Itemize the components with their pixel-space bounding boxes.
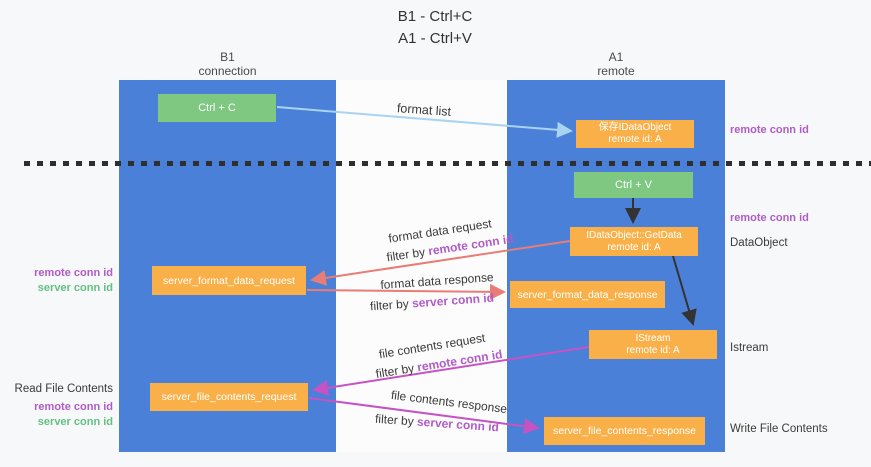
filter-by-text: filter by (374, 411, 418, 429)
ctrl-v-label: Ctrl + V (615, 179, 652, 191)
istream-side-label: Istream (730, 342, 769, 354)
lane-header-b1: B1 connection (119, 50, 336, 78)
lane-a1-name: A1 (608, 50, 624, 64)
save-dataobject-node: 保存IDataObject remote id: A (576, 120, 694, 148)
lane-header-a1: A1 remote (507, 50, 725, 78)
remote-conn-id-label-top-right: remote conn id (730, 124, 809, 136)
remote-conn-id-label-format-left: remote conn id (34, 267, 113, 279)
server-conn-id-label-file-left: server conn id (37, 416, 113, 428)
lane-gap-column (336, 80, 507, 452)
read-file-contents-label: Read File Contents (14, 383, 113, 395)
lane-a1-subtitle: remote (597, 64, 635, 78)
server-format-data-request-node: server_format_data_request (152, 266, 306, 295)
title-line-2: A1 - Ctrl+V (398, 30, 472, 47)
dataobject-label: DataObject (730, 237, 788, 249)
istream-line2: remote id: A (626, 344, 680, 356)
ctrl-v-node: Ctrl + V (574, 172, 693, 198)
save-dataobject-line1: 保存IDataObject (598, 122, 672, 133)
istream-line1: IStream (635, 332, 671, 344)
format-data-response-arrow (306, 283, 506, 300)
title-line-1: B1 - Ctrl+C (397, 8, 473, 25)
lane-b1-subtitle: connection (198, 64, 257, 78)
remote-conn-id-label-mid-right: remote conn id (730, 212, 809, 224)
server-format-data-request-label: server_format_data_request (163, 274, 295, 287)
ctrl-c-node: Ctrl + C (158, 94, 276, 122)
getdata-node: IDataObject::GetData remote id: A (570, 227, 698, 256)
server-format-data-response-node: server_format_data_response (510, 281, 665, 308)
lane-b1-name: B1 (220, 50, 235, 64)
filter-by-text: filter by (369, 296, 413, 314)
getdata-to-istream-arrow (672, 255, 697, 326)
save-dataobject-line2: remote id: A (608, 134, 662, 145)
getdata-line2: remote id: A (607, 241, 661, 253)
file-contents-request-arrow (312, 346, 590, 396)
format-list-arrow (276, 106, 573, 138)
server-file-contents-response-label: server_file_contents_response (552, 425, 696, 437)
ctrl-c-label: Ctrl + C (198, 102, 236, 114)
format-data-request-arrow (310, 240, 571, 286)
server-file-contents-response-node: server_file_contents_response (544, 417, 705, 445)
server-conn-id-label-format-left: server conn id (37, 282, 113, 294)
remote-conn-id-label-file-left: remote conn id (34, 401, 113, 413)
server-file-contents-request-label: server_file_contents_request (161, 391, 297, 403)
page-title: B1 - Ctrl+C A1 - Ctrl+V (355, 6, 515, 50)
session-divider-dashed-line (24, 161, 871, 166)
server-file-contents-request-node: server_file_contents_request (150, 383, 308, 411)
getdata-line1: IDataObject::GetData (586, 229, 682, 241)
write-file-contents-label: Write File Contents (730, 423, 828, 435)
server-format-data-response-label: server_format_data_response (517, 288, 658, 301)
file-contents-response-arrow (308, 397, 540, 435)
istream-node: IStream remote id: A (589, 330, 717, 359)
